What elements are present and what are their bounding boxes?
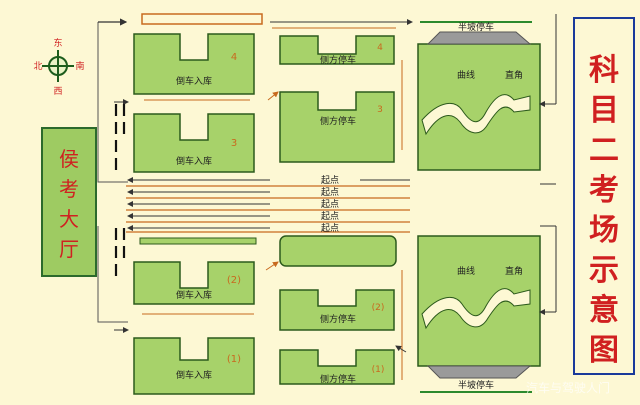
right-angle-label: 直角: [505, 265, 523, 277]
reverse-parking-area-2: 倒车入库 (2): [133, 261, 255, 305]
start-point-label: 起点: [321, 199, 339, 210]
title-char: 科: [589, 53, 619, 88]
title-char: 二: [589, 133, 619, 168]
compass-west-label: 西: [53, 86, 62, 97]
reverse-parking-label: 倒车入库: [176, 155, 212, 167]
title-char: 考: [589, 173, 619, 208]
slope-label-top: 半坡停车: [458, 21, 494, 33]
reverse-parking-number: 4: [231, 52, 237, 63]
arrow-icon: [395, 345, 407, 353]
parallel-parking-area-2: 侧方停车 (2): [279, 289, 395, 331]
start-point-label: 起点: [321, 211, 339, 222]
arrow-icon: [265, 261, 279, 271]
title-char: 图: [589, 333, 619, 368]
parallel-parking-number: (2): [372, 303, 385, 313]
title-char: 场: [589, 213, 619, 248]
parking-block: [279, 235, 397, 267]
parallel-parking-number: (1): [372, 365, 385, 375]
compass-north-label: 北: [33, 61, 42, 72]
watermark: 汽车与驾驶人门: [526, 380, 610, 395]
title-char: 示: [589, 253, 619, 288]
left-road-line: [97, 22, 128, 183]
slope-label-bottom: 半坡停车: [458, 379, 494, 391]
start-point-arrows: [127, 177, 410, 231]
reverse-parking-label: 倒车入库: [176, 289, 212, 301]
title-char: 目: [589, 93, 619, 128]
reverse-parking-area-4: 倒车入库 4: [133, 33, 255, 95]
parallel-parking-number: 3: [377, 105, 383, 115]
curve-label: 曲线: [457, 265, 475, 277]
reverse-parking-number: (1): [227, 354, 241, 365]
curve-label: 曲线: [457, 69, 475, 81]
waiting-hall: [41, 127, 97, 277]
arrow-icon: [267, 91, 279, 101]
left-road-line: [97, 226, 128, 323]
parallel-parking-area-3: 侧方停车 3: [279, 91, 395, 163]
slope-ramp-top: [426, 31, 532, 45]
reverse-parking-number: 3: [231, 138, 237, 149]
reverse-parking-number: (2): [227, 275, 241, 286]
reverse-parking-label: 倒车入库: [176, 369, 212, 381]
lane-marking: [141, 13, 263, 25]
svg-text:侯: 侯: [59, 147, 79, 171]
parallel-parking-label: 侧方停车: [320, 54, 356, 66]
start-point-label: 起点: [321, 223, 339, 234]
parallel-parking-label: 侧方停车: [320, 115, 356, 127]
svg-text:厅: 厅: [59, 237, 79, 261]
dashed-road-marks: [114, 104, 126, 276]
reverse-parking-label: 倒车入库: [176, 75, 212, 87]
parallel-parking-label: 侧方停车: [320, 373, 356, 385]
right-angle-label: 直角: [505, 69, 523, 81]
compass-east-label: 东: [53, 37, 62, 49]
title-char: 意: [589, 293, 619, 328]
start-point-label: 起点: [321, 175, 339, 186]
svg-text:考: 考: [59, 177, 79, 201]
reverse-parking-area-3: 倒车入库 3: [133, 113, 255, 173]
title-panel-border: [573, 17, 635, 375]
parallel-parking-label: 侧方停车: [320, 313, 356, 325]
start-point-label: 起点: [321, 187, 339, 198]
reverse-parking-area-1: 倒车入库 (1): [133, 337, 255, 395]
compass-south-label: 南: [75, 60, 84, 72]
title-text: 科 目 二 考 场 示 意 图: [589, 53, 619, 368]
curve-right-angle-area-top: 曲线 直角: [417, 43, 541, 171]
parallel-parking-number: 4: [377, 43, 383, 53]
svg-text:大: 大: [59, 207, 79, 231]
lane-marking: [139, 237, 257, 245]
parallel-parking-area-1: 侧方停车 (1): [279, 349, 395, 385]
curve-right-angle-area-bottom: 曲线 直角: [417, 235, 541, 367]
compass-icon: 东 西 北 南: [33, 37, 84, 97]
start-road-lanes: [126, 185, 410, 233]
waiting-hall-label: 侯 考 大 厅: [59, 147, 79, 261]
slope-ramp-bottom: [426, 365, 532, 379]
parallel-parking-area-4: 侧方停车 4: [279, 35, 395, 66]
